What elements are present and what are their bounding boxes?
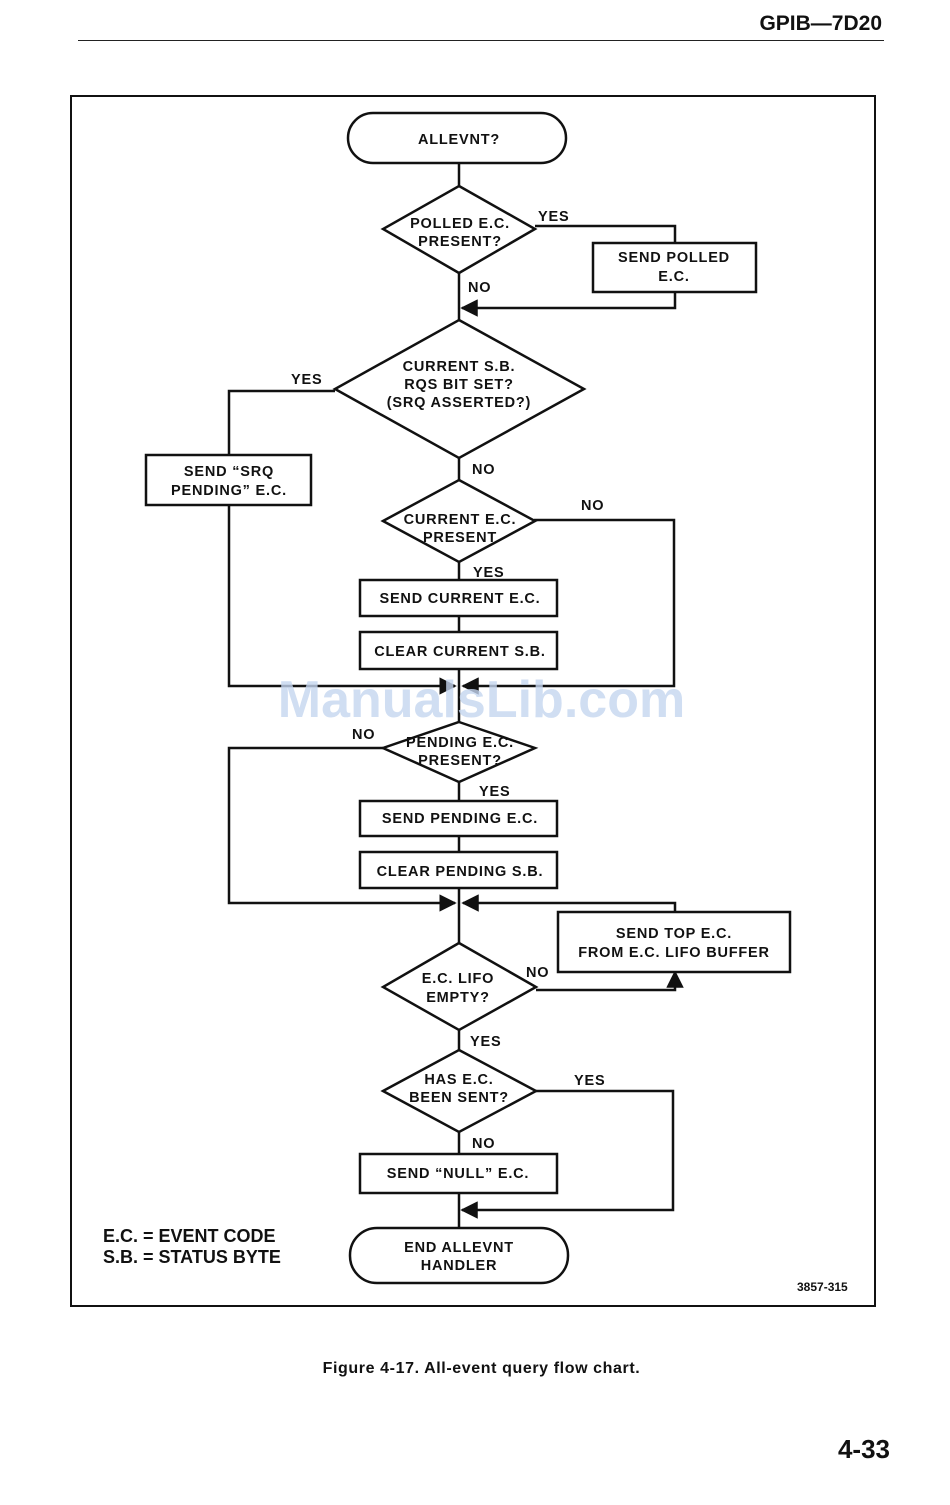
header-rule bbox=[78, 40, 884, 41]
clear-current-sb-label: CLEAR CURRENT S.B. bbox=[374, 644, 546, 660]
lifo-question-line2: EMPTY? bbox=[426, 990, 490, 1006]
current-ec-line2: PRESENT bbox=[423, 530, 497, 546]
end-line1: END ALLEVNT bbox=[404, 1240, 514, 1256]
send-pending-ec-box bbox=[358, 799, 559, 838]
srq-decision bbox=[332, 318, 587, 460]
connector-srq-pending-return bbox=[227, 505, 457, 695]
current-ec-decision bbox=[380, 478, 538, 564]
polled-question-line1: POLLED E.C. bbox=[410, 216, 510, 232]
connector-sent-yes bbox=[460, 1089, 675, 1219]
legend: E.C. = EVENT CODE S.B. = STATUS BYTE bbox=[103, 1226, 281, 1268]
page-number: 4-33 bbox=[837, 1434, 890, 1464]
pending-question-line2: PRESENT? bbox=[418, 753, 502, 769]
label-lifo-yes: YES bbox=[470, 1034, 501, 1050]
connector-pending-no bbox=[227, 746, 457, 912]
send-polled-line1: SEND POLLED bbox=[618, 250, 730, 266]
label-polled-no: NO bbox=[468, 280, 491, 296]
end-terminal bbox=[348, 1226, 570, 1285]
send-top-ec-line1: SEND TOP E.C. bbox=[616, 926, 732, 942]
lifo-decision bbox=[380, 941, 539, 1032]
connector-top-return bbox=[461, 894, 677, 912]
label-sent-yes: YES bbox=[574, 1073, 605, 1089]
legend-ec: E.C. = EVENT CODE bbox=[103, 1226, 276, 1246]
lifo-question-line1: E.C. LIFO bbox=[422, 971, 494, 987]
watermark: ManualsLib.com bbox=[277, 671, 686, 729]
figure-caption: Figure 4-17. All-event query flow chart. bbox=[322, 1360, 641, 1377]
legend-sb: S.B. = STATUS BYTE bbox=[103, 1247, 281, 1267]
connector-srq-yes bbox=[227, 389, 335, 455]
pending-question-line1: PENDING E.C. bbox=[406, 735, 514, 751]
send-pending-ec-label: SEND PENDING E.C. bbox=[382, 811, 538, 827]
pending-decision bbox=[379, 720, 539, 784]
label-current-yes: YES bbox=[473, 565, 504, 581]
connector-lifo-no bbox=[536, 970, 684, 992]
send-top-ec-line2: FROM E.C. LIFO BUFFER bbox=[578, 945, 770, 961]
end-line2: HANDLER bbox=[421, 1258, 498, 1274]
sent-question-line1: HAS E.C. bbox=[424, 1072, 493, 1088]
label-srq-yes: YES bbox=[291, 372, 322, 388]
send-top-ec-box bbox=[556, 910, 792, 974]
connector-current-no bbox=[461, 518, 676, 695]
label-lifo-no: NO bbox=[526, 965, 549, 981]
send-current-ec-box bbox=[358, 578, 559, 618]
sent-question-line2: BEEN SENT? bbox=[409, 1090, 509, 1106]
connector-send-polled-return bbox=[460, 292, 677, 317]
label-sent-no: NO bbox=[472, 1136, 495, 1152]
send-srq-pending-box bbox=[144, 453, 313, 507]
send-polled-box bbox=[591, 241, 758, 294]
connector-polled-yes bbox=[535, 224, 677, 243]
figure-frame bbox=[70, 95, 876, 1307]
send-srq-pending-line2: PENDING” E.C. bbox=[171, 483, 287, 499]
send-srq-pending-line1: SEND “SRQ bbox=[184, 464, 274, 480]
sent-decision bbox=[380, 1048, 539, 1134]
document-header: GPIB—7D20 bbox=[759, 12, 882, 35]
send-null-ec-label: SEND “NULL” E.C. bbox=[387, 1166, 530, 1182]
srq-question-line3: (SRQ ASSERTED?) bbox=[387, 395, 531, 411]
srq-question-line1: CURRENT S.B. bbox=[403, 359, 516, 375]
send-current-ec-label: SEND CURRENT E.C. bbox=[379, 591, 540, 607]
send-null-ec-box bbox=[358, 1152, 559, 1195]
label-polled-yes: YES bbox=[538, 209, 569, 225]
start-terminal bbox=[346, 111, 568, 165]
polled-decision bbox=[380, 184, 538, 275]
clear-pending-sb-box bbox=[358, 850, 559, 890]
label-pending-yes: YES bbox=[479, 784, 510, 800]
send-polled-line2: E.C. bbox=[658, 269, 689, 285]
label-current-no: NO bbox=[581, 498, 604, 514]
srq-question-line2: RQS BIT SET? bbox=[404, 377, 514, 393]
polled-question-line2: PRESENT? bbox=[418, 234, 502, 250]
label-srq-no: NO bbox=[472, 462, 495, 478]
label-pending-no: NO bbox=[352, 727, 375, 743]
figure-id: 3857-315 bbox=[797, 1280, 848, 1294]
current-ec-line1: CURRENT E.C. bbox=[404, 512, 517, 528]
clear-pending-sb-label: CLEAR PENDING S.B. bbox=[377, 864, 544, 880]
clear-current-sb-box bbox=[358, 630, 559, 671]
start-label: ALLEVNT? bbox=[418, 132, 500, 148]
